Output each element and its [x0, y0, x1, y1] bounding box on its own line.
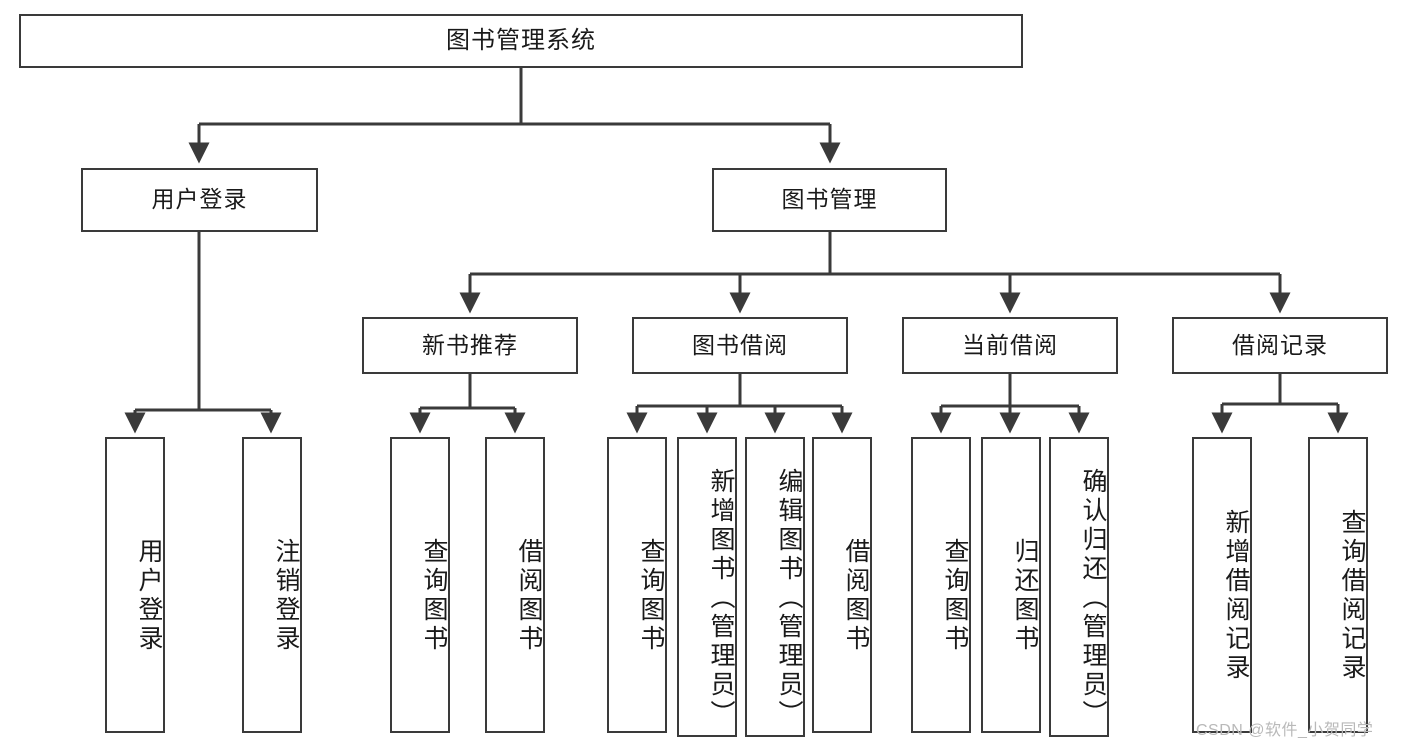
leaf-newbook-query-book[interactable]: 查询图书	[390, 437, 450, 733]
leaf-newbook-borrow-book[interactable]: 借阅图书	[485, 437, 545, 733]
node-book-borrow[interactable]: 图书借阅	[632, 317, 848, 374]
node-book-management[interactable]: 图书管理	[712, 168, 947, 232]
leaf-record-add-borrow-record[interactable]: 新增借阅记录	[1192, 437, 1252, 733]
leaf-user-logout[interactable]: 注销登录	[242, 437, 302, 733]
leaf-record-query-borrow-record[interactable]: 查询借阅记录	[1308, 437, 1368, 733]
leaf-current-confirm-return-admin[interactable]: 确认归还（管理员）	[1049, 437, 1109, 737]
leaf-borrow-query-book[interactable]: 查询图书	[607, 437, 667, 733]
leaf-user-login[interactable]: 用户登录	[105, 437, 165, 733]
leaf-current-return-book[interactable]: 归还图书	[981, 437, 1041, 733]
leaf-borrow-borrow-book[interactable]: 借阅图书	[812, 437, 872, 733]
leaf-borrow-add-book-admin[interactable]: 新增图书（管理员）	[677, 437, 737, 737]
node-user-login[interactable]: 用户登录	[81, 168, 318, 232]
csdn-watermark: CSDN @软件_小贺同学	[1196, 722, 1374, 739]
node-current-borrow[interactable]: 当前借阅	[902, 317, 1118, 374]
leaf-current-query-book[interactable]: 查询图书	[911, 437, 971, 733]
node-borrow-record[interactable]: 借阅记录	[1172, 317, 1388, 374]
node-root-system[interactable]: 图书管理系统	[19, 14, 1023, 68]
node-new-book-recommend[interactable]: 新书推荐	[362, 317, 578, 374]
leaf-borrow-edit-book-admin[interactable]: 编辑图书（管理员）	[745, 437, 805, 737]
